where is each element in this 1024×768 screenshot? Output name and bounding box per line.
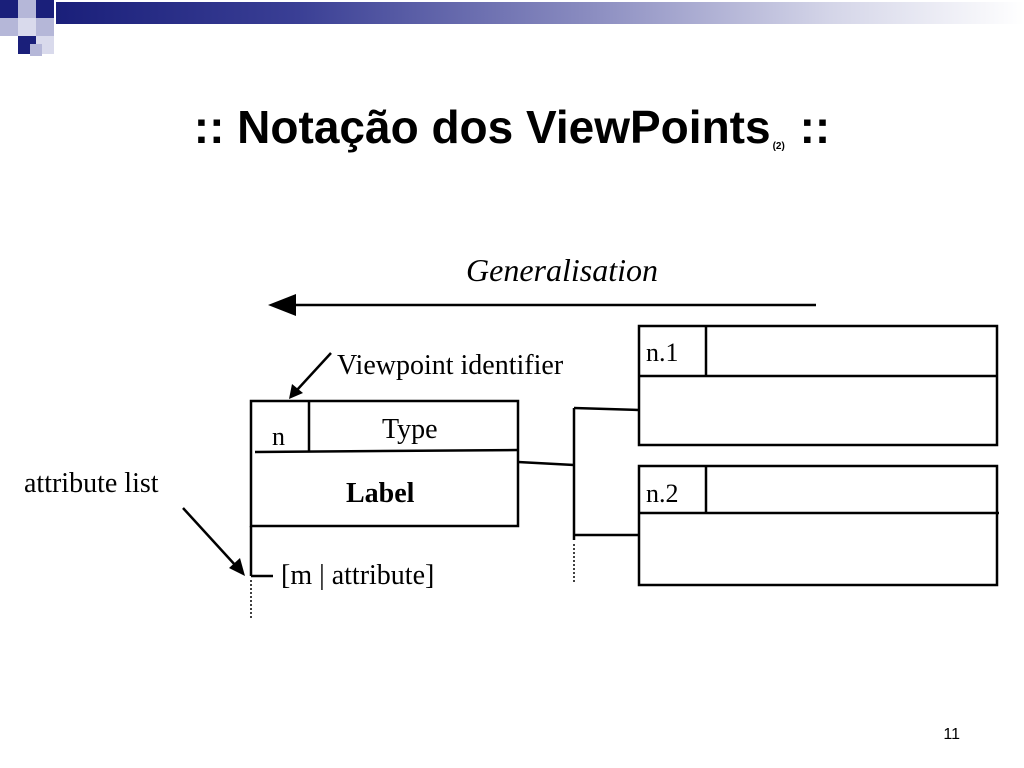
deco-square: [36, 18, 54, 36]
header-band: [56, 2, 1024, 24]
main-box-divider: [254, 448, 519, 454]
deco-square: [18, 18, 36, 36]
child-box-2-id: n.2: [646, 479, 679, 508]
attribute-list-pointer-line: [182, 507, 237, 567]
deco-square: [36, 0, 54, 18]
viewpoint-identifier-label: Viewpoint identifier: [337, 350, 564, 381]
child-box-1-id: n.1: [646, 338, 679, 367]
connector-main-out: [517, 460, 575, 467]
title-main: :: Notação dos ViewPoints: [193, 101, 771, 153]
main-box-label: Label: [346, 478, 415, 509]
slide-title: :: Notação dos ViewPoints(2) ::: [0, 100, 1024, 154]
main-box-id: n: [272, 422, 285, 451]
main-box-type: Type: [382, 414, 438, 445]
title-subscript: (2): [772, 141, 785, 152]
page-number: 11: [943, 726, 960, 743]
attribute-list-label: attribute list: [24, 468, 159, 499]
connector-child1: [573, 406, 640, 412]
deco-square: [0, 0, 18, 18]
attribute-entry: [m | attribute]: [281, 560, 435, 591]
child-box-1-outline: [637, 324, 999, 447]
child-box-2-outline: [637, 464, 999, 587]
attribute-list-pointer-head: [229, 558, 245, 576]
main-box-outline: [249, 399, 520, 528]
generalisation-arrowhead: [268, 294, 296, 316]
generalisation-label: Generalisation: [466, 252, 658, 288]
deco-square: [18, 0, 36, 18]
identifier-pointer-head: [289, 384, 303, 399]
identifier-pointer-line: [296, 352, 332, 391]
deco-square: [30, 44, 42, 56]
deco-square: [0, 18, 18, 36]
title-end: ::: [799, 101, 831, 153]
